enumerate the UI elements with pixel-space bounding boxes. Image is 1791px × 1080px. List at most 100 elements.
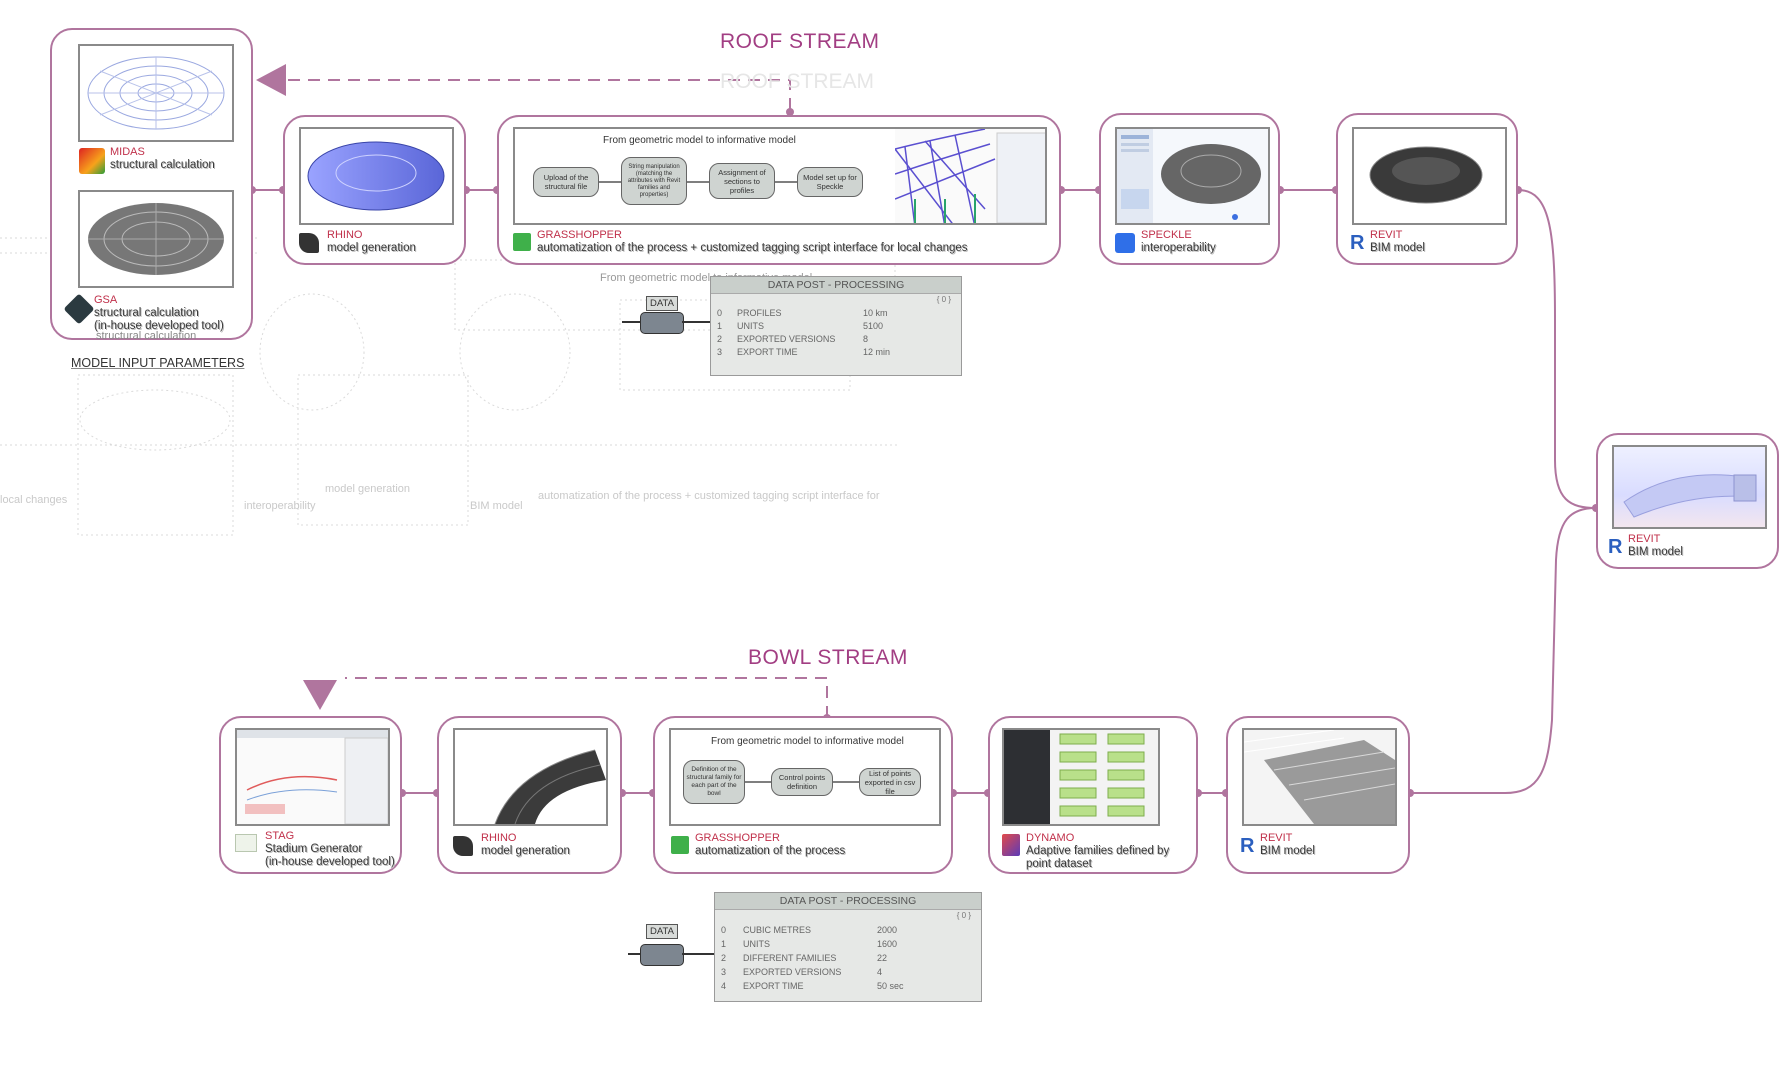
roof-flow-step-1: Upload of the structural file xyxy=(533,167,599,197)
speckle-node[interactable]: SPECKLE interoperability xyxy=(1099,113,1280,265)
bowl-dp-key-0: CUBIC METRES xyxy=(743,925,812,935)
bowl-stream-title: BOWL STREAM xyxy=(748,646,908,669)
bowl-flow-step-3: List of points exported in csv file xyxy=(859,768,921,796)
roof-flow-step-2: String manipulation (matching the attrib… xyxy=(621,157,687,205)
rhino-bowl-model-image xyxy=(453,728,608,826)
roof-dp-val-0: 10 km xyxy=(863,308,888,318)
bowl-revit-desc: BIM model xyxy=(1260,845,1315,857)
ghost-bim-model: BIM model xyxy=(470,500,523,512)
gsa-desc-2: (in-house developed tool) xyxy=(94,320,224,332)
bowl-revit-name: REVIT xyxy=(1260,832,1293,844)
revit-logo-icon: R xyxy=(1350,232,1365,254)
midas-roof-wireframe-image xyxy=(78,44,234,142)
speckle-name: SPECKLE xyxy=(1141,229,1192,241)
bowl-revit-node[interactable]: R REVIT BIM model xyxy=(1226,716,1410,874)
stag-interface-image xyxy=(235,728,390,826)
bowl-dp-val-4: 50 sec xyxy=(877,981,904,991)
bowl-rhino-desc: model generation xyxy=(481,845,570,857)
gsa-logo-icon xyxy=(63,293,95,325)
roof-rhino-node[interactable]: RHINO model generation xyxy=(283,115,466,265)
roof-dp-idx-1: 1 xyxy=(717,321,723,331)
roof-revit-desc: BIM model xyxy=(1370,242,1425,254)
bowl-rhino-logo-icon xyxy=(453,836,473,856)
bowl-rhino-node[interactable]: RHINO model generation xyxy=(437,716,622,874)
bowl-data-wire xyxy=(628,953,714,955)
ghost-local-changes: local changes xyxy=(0,494,68,506)
table-row: 3 EXPORT TIME 12 min xyxy=(711,347,961,361)
roof-rhino-name: RHINO xyxy=(327,229,363,241)
stag-desc-2: (in-house developed tool) xyxy=(265,856,395,868)
roof-dp-key-2: EXPORTED VERSIONS xyxy=(737,334,836,344)
rhino-logo-icon xyxy=(299,233,319,253)
roof-grasshopper-name: GRASSHOPPER xyxy=(537,229,622,241)
bowl-grasshopper-label: GRASSHOPPER automatization of the proces… xyxy=(695,832,845,858)
bowl-dp-val-0: 2000 xyxy=(877,925,898,935)
midas-logo-icon xyxy=(79,148,105,174)
roof-revit-name: REVIT xyxy=(1370,229,1403,241)
roof-feedback-arrow xyxy=(256,64,791,110)
final-revit-desc: BIM model xyxy=(1628,546,1683,558)
roof-data-label: DATA xyxy=(646,296,678,311)
bowl-dp-key-3: EXPORTED VERSIONS xyxy=(743,967,842,977)
final-revit-model-image xyxy=(1612,445,1767,529)
final-revit-node[interactable]: R REVIT BIM model xyxy=(1596,433,1779,569)
rhino-roof-model-image xyxy=(299,127,454,225)
roof-dp-val-3: 12 min xyxy=(863,347,891,357)
stag-label: STAG Stadium Generator (in-house develop… xyxy=(265,830,395,869)
midas-desc: structural calculation xyxy=(110,159,215,171)
roof-rhino-label: RHINO model generation xyxy=(327,229,416,255)
bowl-connectors xyxy=(402,507,1597,794)
roof-dp-idx-0: 0 xyxy=(717,308,723,318)
dynamo-name: DYNAMO xyxy=(1026,832,1075,844)
bowl-dp-idx-0: 0 xyxy=(721,925,727,935)
final-revit-name: REVIT xyxy=(1628,533,1661,545)
roof-flow-step-3: Assignment of sections to profiles xyxy=(709,163,775,199)
bowl-grasshopper-flow-panel: From geometric model to informative mode… xyxy=(669,728,941,826)
ghost-model-generation: model generation xyxy=(325,483,411,495)
bowl-dp-idx-2: 2 xyxy=(721,953,727,963)
bowl-rhino-name: RHINO xyxy=(481,832,517,844)
bowl-dp-index-tag: { 0 } xyxy=(956,911,971,920)
midas-gsa-node[interactable]: MIDAS structural calculation GSA structu… xyxy=(50,28,253,340)
roof-dp-val-1: 5100 xyxy=(863,321,884,331)
dynamo-node[interactable]: DYNAMO Adaptive families defined by poin… xyxy=(988,716,1198,874)
stag-node[interactable]: STAG Stadium Generator (in-house develop… xyxy=(219,716,402,874)
roof-dp-index-tag: { 0 } xyxy=(936,295,951,304)
roof-data-component[interactable]: DATA xyxy=(622,296,712,336)
revit-roof-model-image xyxy=(1352,127,1507,225)
roof-data-wire xyxy=(622,321,712,323)
bowl-data-component[interactable]: DATA xyxy=(628,924,718,970)
table-row: 0 CUBIC METRES 2000 xyxy=(715,925,981,939)
bowl-dp-idx-4: 4 xyxy=(721,981,727,991)
roof-grasshopper-node[interactable]: From geometric model to informative mode… xyxy=(497,115,1061,265)
roof-flow-step-4: Model set up for Speckle xyxy=(797,167,863,197)
roof-flow-title: From geometric model to informative mode… xyxy=(603,135,796,146)
speckle-desc: interoperability xyxy=(1141,242,1216,254)
roof-dp-key-3: EXPORT TIME xyxy=(737,347,798,357)
table-row: 0 PROFILES 10 km xyxy=(711,308,961,322)
gsa-name: GSA xyxy=(94,294,118,306)
dynamo-graph-image xyxy=(1002,728,1160,826)
roof-dp-key-0: PROFILES xyxy=(737,308,782,318)
roof-rhino-desc: model generation xyxy=(327,242,416,254)
model-input-parameters-title: MODEL INPUT PARAMETERS xyxy=(71,356,245,370)
bowl-flow-title: From geometric model to informative mode… xyxy=(711,736,904,747)
roof-revit-node[interactable]: R REVIT BIM model xyxy=(1336,113,1518,265)
roof-dp-idx-3: 3 xyxy=(717,347,723,357)
roof-stream-title: ROOF STREAM xyxy=(720,30,880,53)
final-revit-label: REVIT BIM model xyxy=(1628,533,1683,559)
roof-data-postprocessing-panel: DATA POST - PROCESSING { 0 } 0 PROFILES 10… xyxy=(710,276,962,376)
bowl-grasshopper-node[interactable]: From geometric model to informative mode… xyxy=(653,716,953,874)
bowl-dp-key-2: DIFFERENT FAMILIES xyxy=(743,953,837,963)
bowl-revit-logo-icon: R xyxy=(1240,835,1255,857)
bowl-dp-val-1: 1600 xyxy=(877,939,898,949)
final-revit-logo-icon: R xyxy=(1608,536,1623,558)
roof-stream-title-ghost: ROOF STREAM xyxy=(720,70,875,93)
roof-dp-title: DATA POST - PROCESSING xyxy=(711,277,961,294)
dynamo-label: DYNAMO Adaptive families defined by poin… xyxy=(1026,832,1169,871)
bowl-dp-idx-1: 1 xyxy=(721,939,727,949)
